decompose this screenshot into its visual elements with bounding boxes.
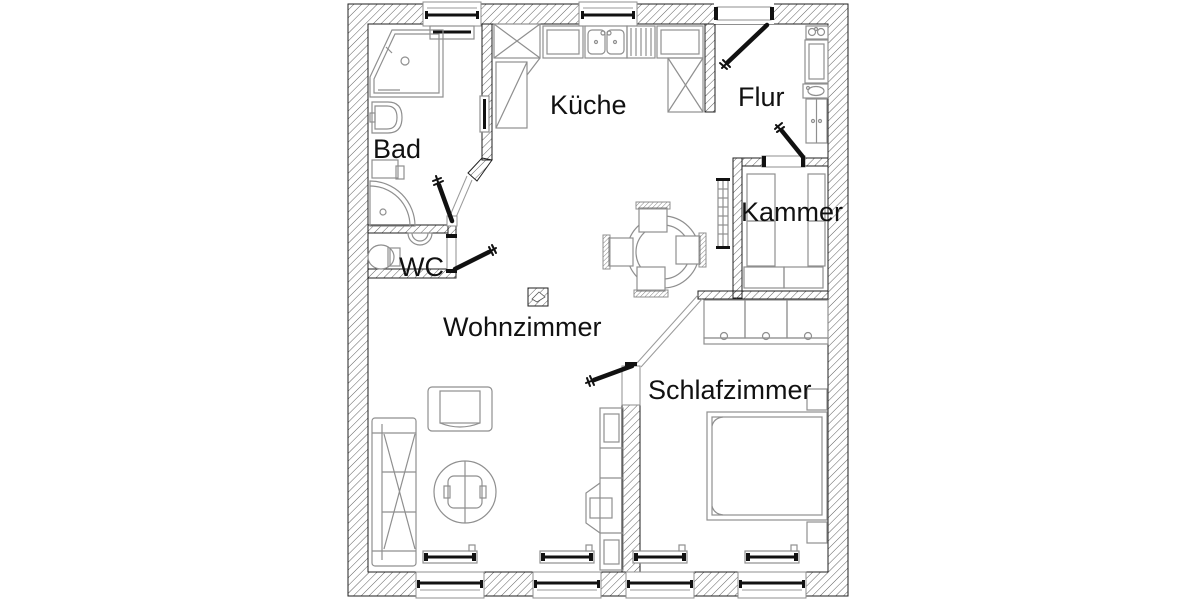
interior-door-icon <box>446 234 497 273</box>
kitchen-cabinet-icon <box>656 25 704 59</box>
window-icon <box>625 544 695 599</box>
dining-chair-icon <box>635 201 671 233</box>
small-washbasin-icon <box>407 232 433 246</box>
window-icon <box>415 544 485 599</box>
dining-set <box>602 201 707 298</box>
living-room-furniture <box>371 386 624 571</box>
room-label-flur: Flur <box>738 82 785 112</box>
washing-machine-icon <box>804 39 829 84</box>
bedroom-furniture <box>703 299 829 544</box>
wardrobe-icon <box>703 299 829 345</box>
sofa-icon <box>371 417 417 567</box>
bad-fixtures <box>369 29 490 227</box>
room-labels: Bad WC Küche Flur Kammer Wohnzimmer Schl… <box>373 82 843 405</box>
small-washbasin-icon <box>802 83 829 99</box>
window-icon <box>578 1 638 27</box>
storage-shelf-icon <box>783 266 824 289</box>
window-icon <box>422 1 482 40</box>
hall-cabinet-icon <box>805 98 828 144</box>
kitchen-corner-cabinet-icon <box>667 57 704 113</box>
interior-door-icon <box>432 175 473 227</box>
bad-angled-wall <box>467 157 493 182</box>
kammer-furniture <box>716 173 826 289</box>
dining-chair-icon <box>675 232 707 268</box>
radiator-icon <box>716 178 730 249</box>
room-label-wohnzimmer: Wohnzimmer <box>443 312 602 342</box>
flur-fixtures <box>802 25 829 144</box>
tall-cabinet-icon <box>495 57 541 129</box>
coffee-table-icon <box>433 460 497 524</box>
nightstand-icon <box>806 388 828 411</box>
storage-shelf-icon <box>807 220 826 267</box>
chimney-vent-glyph <box>531 291 546 303</box>
double-sink-icon <box>584 25 628 59</box>
toilet-icon <box>367 244 401 270</box>
room-label-kammer: Kammer <box>741 197 843 227</box>
interior-door-icon <box>585 294 703 406</box>
window-icon <box>532 544 602 599</box>
kammer-north-wall-left <box>741 157 763 167</box>
bottom-windows <box>415 544 807 599</box>
washbasin-icon <box>369 101 403 134</box>
corner-bathtub-icon <box>369 29 444 98</box>
radiator-icon <box>479 95 490 133</box>
wc-fixtures <box>367 232 433 270</box>
wc-south-wall <box>367 268 457 279</box>
kammer-west-wall <box>732 157 743 299</box>
dining-chair-icon <box>602 234 634 270</box>
interior-door-icon <box>761 122 806 168</box>
kitchen-counter <box>493 23 704 129</box>
schlafzimmer-west-wall <box>621 404 641 573</box>
interior-doors <box>432 122 806 406</box>
wall-unit-icon <box>585 407 624 571</box>
room-label-bad: Bad <box>373 134 421 164</box>
room-label-schlafzimmer: Schlafzimmer <box>648 375 812 405</box>
room-label-kueche: Küche <box>550 90 627 120</box>
kitchen-corner-cabinet-icon <box>493 23 541 59</box>
storage-shelf-icon <box>746 220 776 267</box>
dining-chair-icon <box>633 266 669 298</box>
fridge-icon <box>542 25 584 59</box>
walls <box>347 3 849 597</box>
entrance-door-icon <box>714 2 774 70</box>
bathroom-cabinet-icon <box>371 159 405 180</box>
window-icon <box>737 544 807 599</box>
outer-wall <box>347 3 849 597</box>
corner-shower-icon <box>369 180 416 227</box>
kammer-south-wall <box>697 290 829 300</box>
kueche-flur-wall <box>704 23 716 113</box>
nightstand-icon <box>806 521 828 544</box>
laundry-sink-icon <box>805 25 829 40</box>
room-label-wc: WC <box>399 252 444 282</box>
double-bed-icon <box>706 411 828 521</box>
bad-east-wall <box>481 23 493 161</box>
top-windows <box>422 1 638 40</box>
storage-shelf-icon <box>743 266 785 289</box>
drainboard-icon <box>626 25 656 59</box>
armchair-icon <box>427 386 493 432</box>
kammer-north-wall-right <box>804 157 829 167</box>
